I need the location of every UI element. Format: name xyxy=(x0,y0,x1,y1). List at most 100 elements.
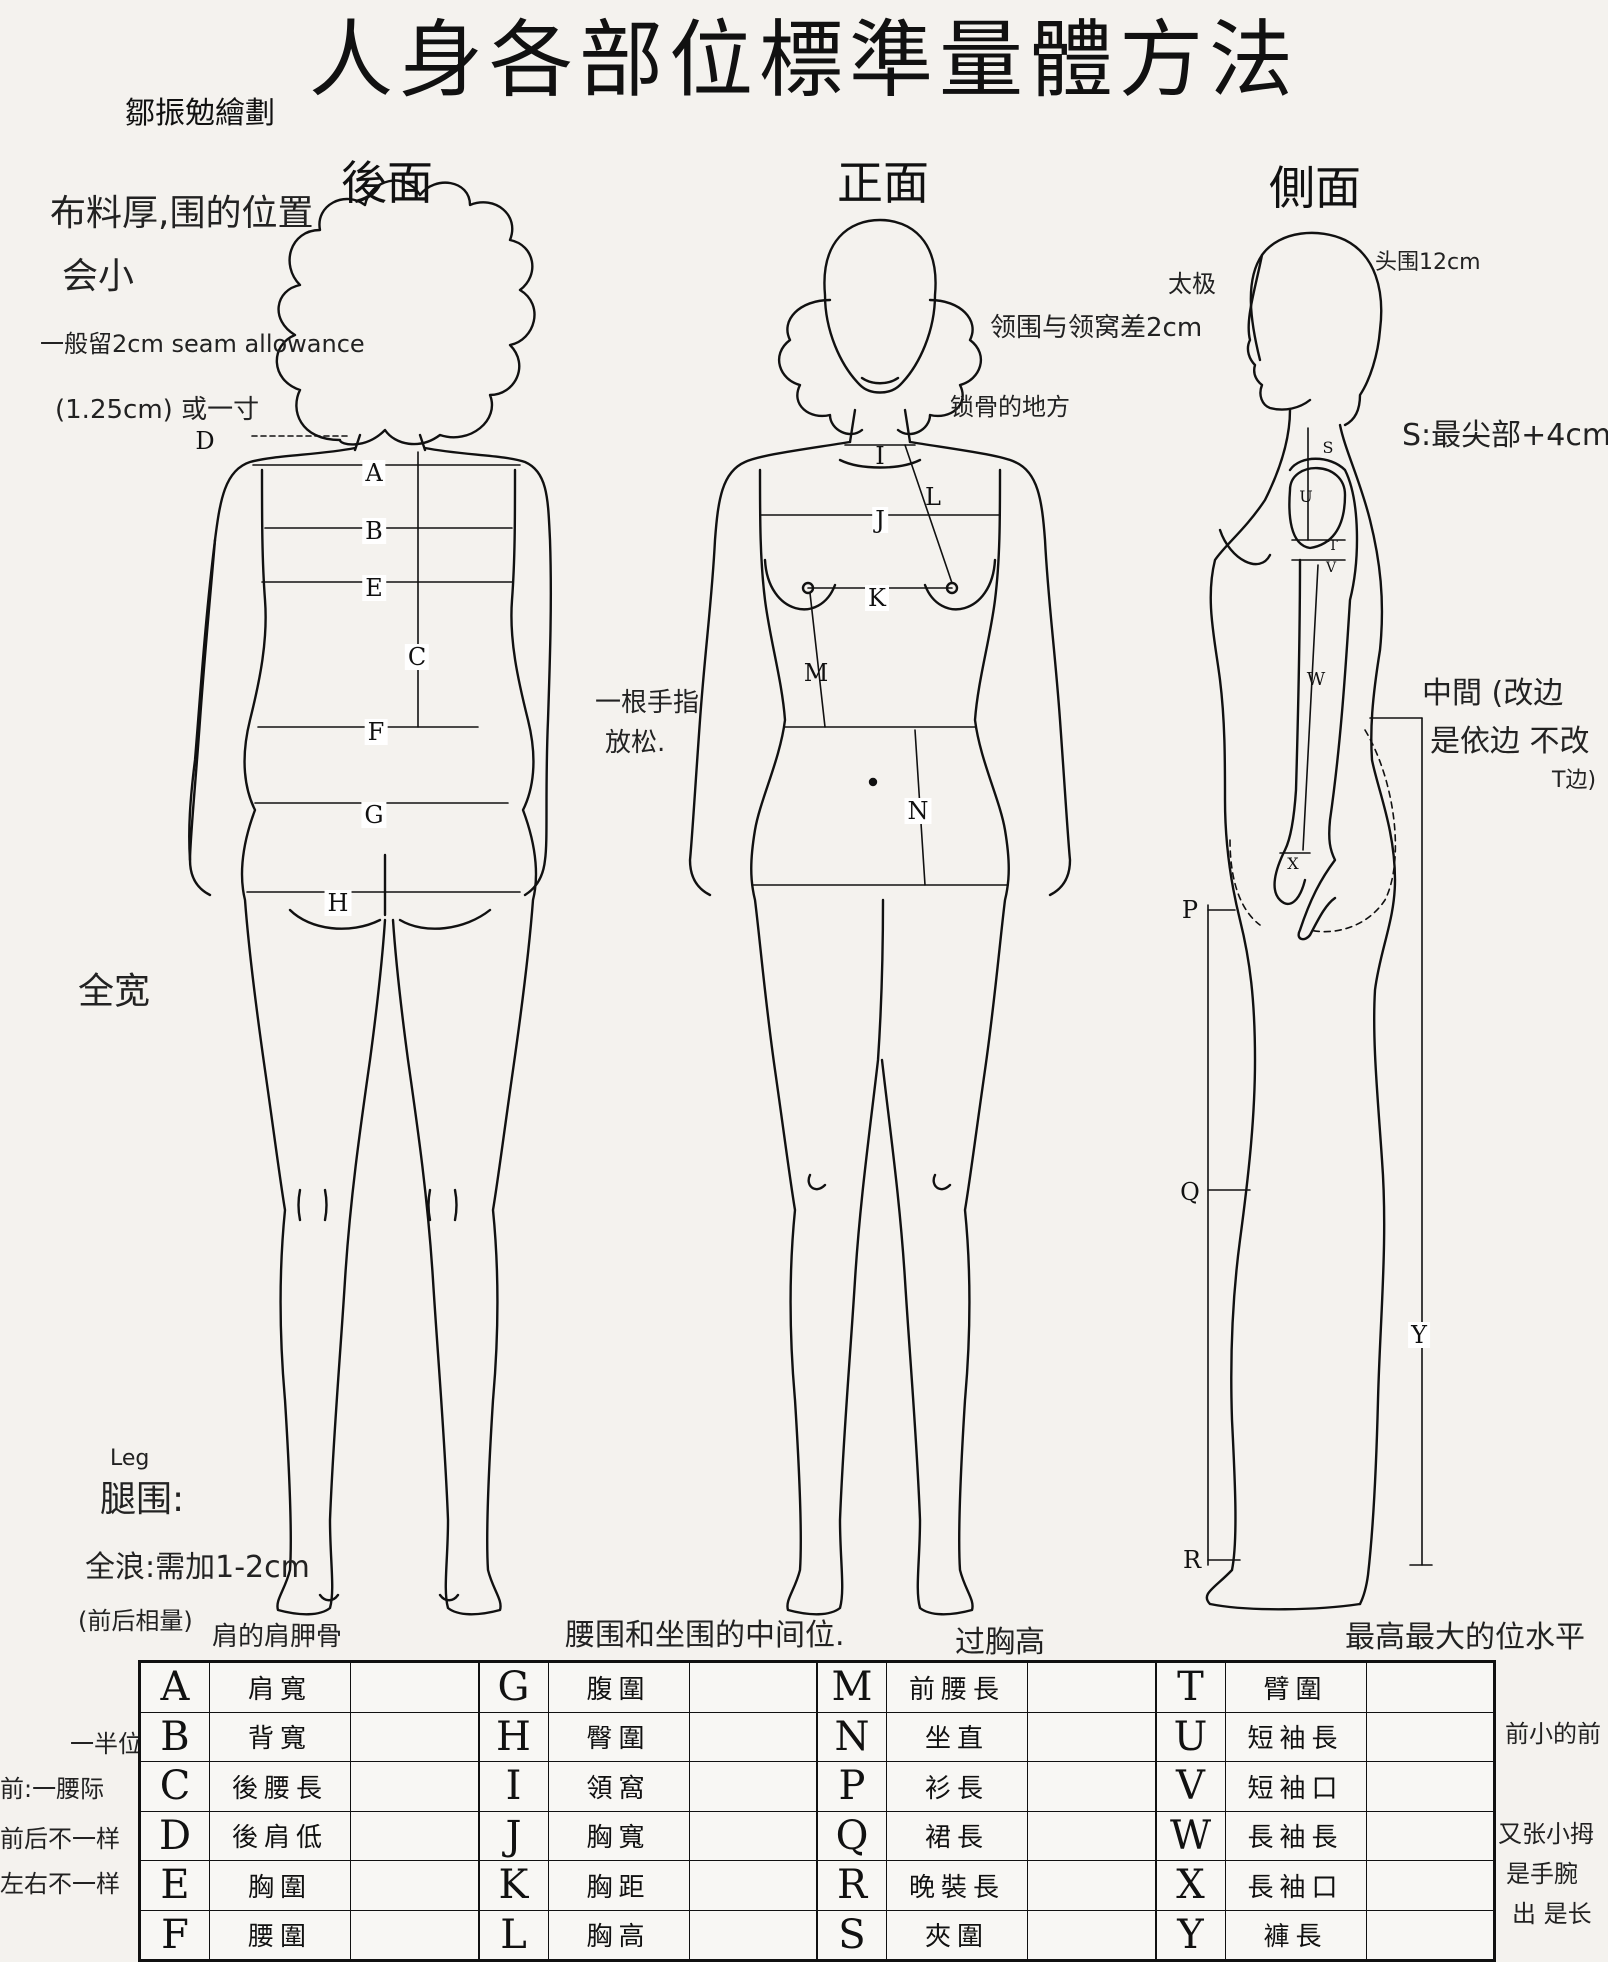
label-D: D xyxy=(192,428,217,454)
legend-row: C後腰長 xyxy=(141,1762,478,1812)
legend-letter: H xyxy=(480,1717,548,1757)
legend-letter: M xyxy=(818,1667,886,1707)
legend-letter: N xyxy=(818,1717,886,1757)
legend-row: F腰圍 xyxy=(141,1911,478,1960)
legend-measurement-name: 臂圍 xyxy=(1225,1663,1367,1712)
side-breast xyxy=(1220,530,1270,564)
legend-row: J胸寬 xyxy=(480,1812,817,1862)
legend-measurement-name: 腰圍 xyxy=(209,1911,351,1960)
legend-measurement-name: 短袖長 xyxy=(1225,1713,1367,1762)
back-body-right xyxy=(393,470,536,1614)
legend-measurement-name: 腹圍 xyxy=(548,1663,690,1712)
legend-letter: T xyxy=(1157,1667,1225,1707)
legend-row: G腹圍 xyxy=(480,1663,817,1713)
label-H: H xyxy=(325,890,352,916)
legend-letter: F xyxy=(141,1915,209,1955)
note-front-back-diff: 前后不一样 xyxy=(0,1825,120,1854)
note-seam: 一般留2cm seam allowance xyxy=(40,330,365,359)
note-half: 一半位 xyxy=(70,1730,142,1759)
side-face xyxy=(1248,255,1310,410)
note-lr-diff: 左右不一样 xyxy=(0,1870,120,1899)
legend-measurement-name: 領窩 xyxy=(548,1762,690,1811)
legend-row: H臀圍 xyxy=(480,1713,817,1763)
legend-letter: Y xyxy=(1157,1915,1225,1955)
legend-row: K胸距 xyxy=(480,1861,817,1911)
legend-measurement-name: 前腰長 xyxy=(886,1663,1028,1712)
legend-letter: I xyxy=(480,1766,548,1806)
legend-row: M前腰長 xyxy=(818,1663,1155,1713)
label-W: W xyxy=(1304,670,1329,690)
legend-row: V短袖口 xyxy=(1157,1762,1494,1812)
legend-letter: D xyxy=(141,1816,209,1856)
note-hand-3: 出 是长 xyxy=(1512,1900,1592,1929)
note-collarbone: 锁骨的地方 xyxy=(950,393,1070,422)
legend-measurement-name: 長袖口 xyxy=(1225,1861,1367,1910)
note-mid: 中間 (改边 xyxy=(1422,676,1563,712)
legend-letter: L xyxy=(480,1915,548,1955)
note-finger-2: 放松. xyxy=(605,728,665,759)
legend-letter: C xyxy=(141,1766,209,1806)
label-U: U xyxy=(1296,488,1315,506)
measurement-legend-table: A肩寬B背寬C後腰長D後肩低E胸圍F腰圍G腹圍H臀圍I領窩J胸寬K胸距L胸高M前… xyxy=(138,1660,1496,1962)
legend-measurement-name: 背寬 xyxy=(209,1713,351,1762)
label-Y: Y xyxy=(1408,1322,1430,1348)
legend-letter: V xyxy=(1157,1766,1225,1806)
note-leg-en: Leg xyxy=(110,1446,149,1472)
note-waist-mid: 腰围和坐围的中间位. xyxy=(565,1618,845,1654)
legend-measurement-name: 裙長 xyxy=(886,1812,1028,1861)
legend-letter: A xyxy=(141,1667,209,1707)
front-line-L xyxy=(905,445,952,583)
legend-letter: K xyxy=(480,1865,548,1905)
label-M: M xyxy=(801,660,832,686)
label-C: C xyxy=(405,644,429,670)
legend-letter: S xyxy=(818,1915,886,1955)
note-neck: 领围与领窝差2cm xyxy=(990,313,1202,344)
legend-letter: X xyxy=(1157,1865,1225,1905)
legend-measurement-name: 胸距 xyxy=(548,1861,690,1910)
label-P: P xyxy=(1179,897,1201,923)
note-front-waist: 前:一腰际 xyxy=(0,1775,104,1804)
legend-row: Y褲長 xyxy=(1157,1911,1494,1960)
legend-row: B背寬 xyxy=(141,1713,478,1763)
front-head xyxy=(824,220,935,393)
note-finger: 一根手指 xyxy=(595,688,699,719)
legend-row: Q裙長 xyxy=(818,1812,1155,1862)
note-front-small: 前小的前 xyxy=(1505,1720,1601,1749)
side-arm-circle xyxy=(1289,468,1345,548)
label-R: R xyxy=(1180,1547,1204,1573)
legend-letter: Q xyxy=(818,1816,886,1856)
side-body-back xyxy=(1340,425,1395,1604)
legend-letter: J xyxy=(480,1816,548,1856)
legend-row: N坐直 xyxy=(818,1713,1155,1763)
label-B: B xyxy=(362,518,386,544)
front-navel xyxy=(870,779,876,785)
legend-measurement-name: 衫長 xyxy=(886,1762,1028,1811)
legend-letter: W xyxy=(1157,1816,1225,1856)
back-knees xyxy=(299,1190,457,1220)
front-face xyxy=(862,378,898,383)
legend-measurement-name: 坐直 xyxy=(886,1713,1028,1762)
legend-measurement-name: 夾圍 xyxy=(886,1911,1028,1960)
legend-measurement-name: 後腰長 xyxy=(209,1762,351,1811)
legend-letter: P xyxy=(818,1766,886,1806)
side-head xyxy=(1251,233,1381,425)
label-S: S xyxy=(1320,439,1337,457)
legend-letter: B xyxy=(141,1717,209,1757)
front-body xyxy=(751,470,1009,1614)
note-mid-3: T边) xyxy=(1552,768,1596,794)
back-heel-marks xyxy=(320,1595,458,1600)
side-line-W xyxy=(1303,565,1318,850)
legend-row: T臂圍 xyxy=(1157,1663,1494,1713)
back-hair xyxy=(277,181,535,445)
legend-measurement-name: 胸高 xyxy=(548,1911,690,1960)
label-G: G xyxy=(361,802,386,828)
legend-row: D後肩低 xyxy=(141,1812,478,1862)
note-fabric: 布料厚,围的位置 xyxy=(50,192,313,235)
note-fabric-2: 会小 xyxy=(62,255,134,298)
legend-row: X長袖口 xyxy=(1157,1861,1494,1911)
legend-letter: E xyxy=(141,1865,209,1905)
label-K: K xyxy=(865,585,889,611)
label-E: E xyxy=(362,575,386,601)
side-body-front xyxy=(1207,410,1360,1609)
front-neck xyxy=(850,410,910,442)
